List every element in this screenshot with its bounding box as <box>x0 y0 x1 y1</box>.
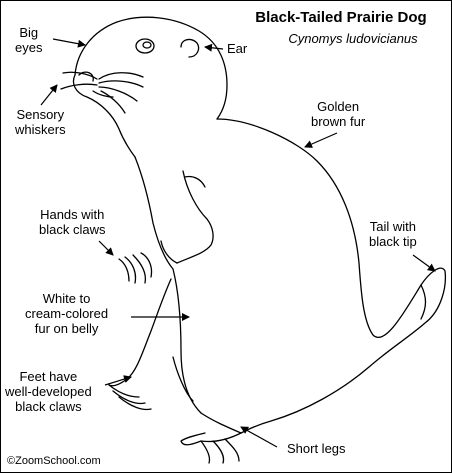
hand-claws <box>118 252 153 284</box>
foot-claws <box>108 384 152 411</box>
diagram-title: Black-Tailed Prairie Dog <box>255 9 427 26</box>
label-sensory-whiskers: Sensory whiskers <box>15 107 66 137</box>
whiskers <box>60 71 144 114</box>
chest-outline <box>134 156 202 414</box>
nose <box>78 71 94 82</box>
pointer-arrows <box>40 38 436 448</box>
lower-foot <box>180 432 242 446</box>
label-belly: White to cream-colored fur on belly <box>25 291 109 336</box>
scientific-name: Cynomys ludovicianus <box>288 31 418 46</box>
label-golden-fur: Golden brown fur <box>311 99 366 129</box>
label-hands: Hands with black claws <box>39 207 106 237</box>
label-feet: Feet have well-developed black claws <box>5 369 92 414</box>
label-tail: Tail with black tip <box>369 219 417 249</box>
hind-leg-outline <box>108 278 172 387</box>
snout-outline <box>72 74 136 158</box>
tail-tip <box>420 284 427 320</box>
copyright-text: ©ZoomSchool.com <box>7 455 101 467</box>
back-outline <box>216 118 447 434</box>
arm-outline <box>176 170 214 264</box>
label-big-eyes: Big eyes <box>15 25 43 55</box>
label-ear: Ear <box>227 41 248 56</box>
ear-outline <box>180 38 200 58</box>
eye <box>135 38 155 54</box>
label-short-legs: Short legs <box>287 441 346 456</box>
head-outline <box>74 16 228 120</box>
